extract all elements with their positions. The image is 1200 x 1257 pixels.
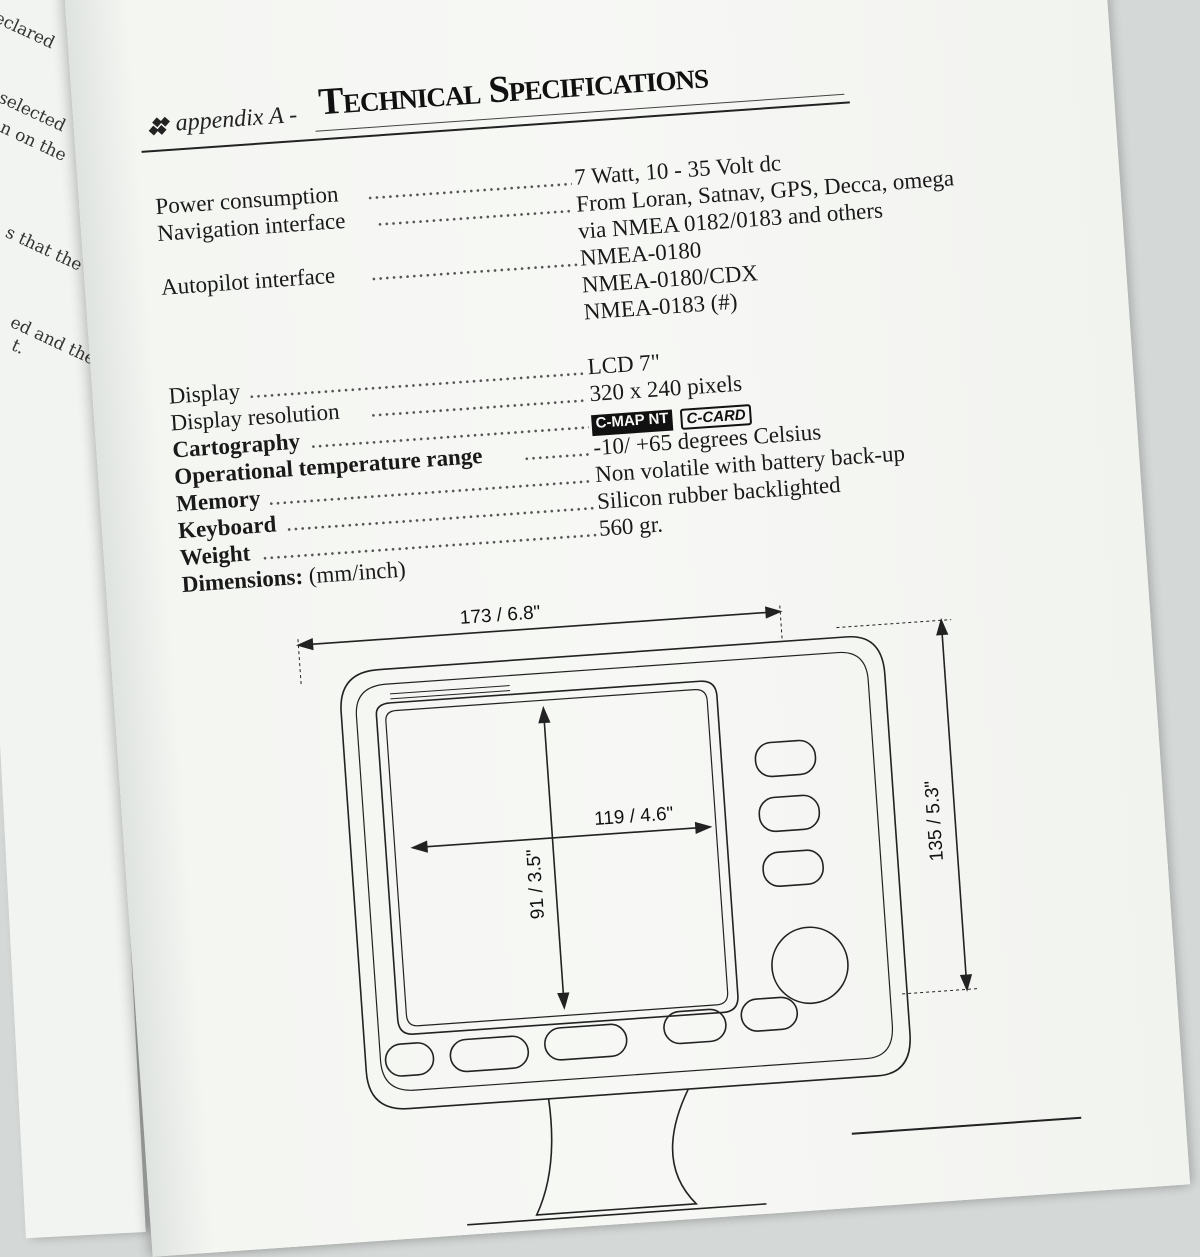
rotary-knob bbox=[771, 926, 849, 1005]
side-button bbox=[758, 794, 821, 833]
page-header: appendix A - Technical Specifications bbox=[136, 14, 1020, 165]
spec-label: Display bbox=[167, 378, 241, 409]
screen-height-dimension-label: 91 / 3.5" bbox=[523, 848, 549, 919]
spec-label: Weight bbox=[179, 540, 251, 571]
leader-dots: ............... bbox=[522, 435, 592, 465]
arrowhead bbox=[936, 617, 949, 636]
device-stand bbox=[535, 1088, 699, 1216]
arrowhead bbox=[959, 974, 973, 992]
bottom-button bbox=[740, 996, 799, 1032]
arrowhead bbox=[295, 638, 314, 651]
page-title: Technical Specifications bbox=[317, 54, 710, 124]
screen-width-dimension-label: 119 / 4.6" bbox=[594, 803, 675, 829]
width-dimension-label: 173 / 6.8" bbox=[459, 602, 541, 629]
left-page-text: s that the bbox=[2, 222, 86, 276]
spec-value: 560 gr. bbox=[598, 511, 664, 541]
device-dimension-drawing: 173 / 6.8" 119 / 4.6" 91 / 3.5" 135 / 5.… bbox=[295, 602, 978, 1226]
device-top-slot bbox=[389, 685, 510, 695]
bottom-button bbox=[663, 1008, 727, 1045]
side-button bbox=[754, 739, 817, 778]
page-content: appendix A - Technical Specifications Po… bbox=[132, 0, 1173, 1226]
left-page-text: t. bbox=[8, 335, 28, 359]
device-outer-bezel bbox=[340, 636, 911, 1110]
height-dimension-label: 135 / 5.3" bbox=[921, 780, 948, 862]
device-inner-bezel bbox=[355, 651, 893, 1091]
appendix-label: appendix A - bbox=[174, 102, 299, 137]
height-dimension-line bbox=[940, 620, 968, 990]
screen-height-dimension-line bbox=[542, 708, 566, 1008]
manual-page: appendix A - Technical Specifications Po… bbox=[62, 0, 1191, 1257]
bottom-button bbox=[544, 1023, 628, 1061]
left-page-text: eclared bbox=[0, 7, 58, 54]
dimensions-unit: (mm/inch) bbox=[307, 556, 407, 589]
device-screen-frame bbox=[375, 680, 739, 1035]
side-button bbox=[762, 849, 824, 887]
device-screen bbox=[385, 689, 729, 1027]
screen-width-dimension-line bbox=[412, 826, 711, 849]
spec-list: Power consumption ......................… bbox=[155, 131, 1081, 599]
arrowhead bbox=[765, 606, 783, 619]
stand-base bbox=[467, 1203, 767, 1226]
bottom-button bbox=[449, 1035, 530, 1073]
width-dimension-line bbox=[298, 610, 781, 646]
diamond-icon bbox=[148, 116, 170, 136]
bottom-button bbox=[384, 1042, 435, 1077]
spec-value: LCD 7" bbox=[586, 349, 661, 380]
